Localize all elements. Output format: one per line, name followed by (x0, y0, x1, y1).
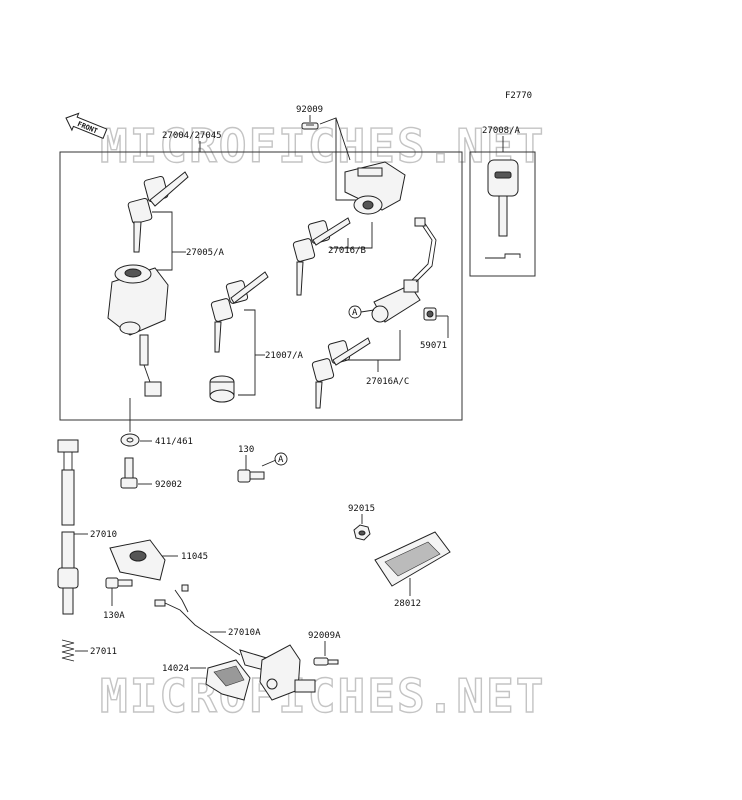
seat-lock-keys-icon (292, 217, 351, 296)
seat-lock-bracket-icon (344, 161, 406, 215)
label-21007-a: 21007/A (265, 351, 304, 361)
switch-27010a-icon (154, 584, 316, 701)
bolt-130a-icon (105, 577, 133, 589)
figure-code: F2770 (505, 91, 532, 101)
label-27005-a: 27005/A (186, 248, 225, 258)
ignition-switch-icon (107, 264, 169, 397)
label-130a: 130A (103, 611, 125, 621)
label-27008-a: 27008/A (482, 126, 521, 136)
label-14024: 14024 (162, 664, 189, 674)
cap-cylinder-icon (209, 375, 235, 403)
label-59071: 59071 (420, 341, 447, 351)
label-27004-27045: 27004/27045 (162, 131, 222, 141)
watermark-bottom: MICROFICHES.NET (100, 669, 545, 723)
label-27011: 27011 (90, 647, 117, 657)
spring-27011-icon (61, 639, 75, 662)
watermark-top: MICROFICHES.NET (100, 119, 545, 173)
label-27016a-c: 27016A/C (366, 377, 409, 387)
label-27010: 27010 (90, 530, 117, 540)
front-label: FRONT (76, 120, 99, 135)
screw-92009-icon (301, 122, 319, 130)
helmet-lock-icon (371, 217, 437, 323)
blank-key-icon (485, 159, 521, 259)
helmet-lock-keys-icon (311, 337, 371, 409)
reflector-28012-icon (374, 531, 451, 587)
key-box (469, 151, 536, 277)
nut-92015-icon (353, 524, 371, 541)
label-92015: 92015 (348, 504, 375, 514)
ref-a-lower: A (278, 455, 284, 465)
ref-a-upper: A (352, 308, 358, 318)
main-kit-box (59, 151, 463, 421)
label-27016-b: 27016/B (328, 246, 366, 256)
cover-14024-icon (205, 659, 251, 701)
screw-92009a-icon (313, 657, 339, 666)
bolt-92002-icon (120, 457, 138, 489)
label-411-461: 411/461 (155, 437, 193, 447)
washer-411-icon (120, 433, 140, 447)
label-27010a: 27010A (228, 628, 261, 638)
keys-21007-icon (210, 271, 269, 353)
label-11045: 11045 (181, 552, 208, 562)
clip-59071-icon (423, 307, 437, 321)
label-92002: 92002 (155, 480, 182, 490)
bracket-11045-icon (109, 539, 166, 581)
label-130: 130 (238, 445, 254, 455)
label-92009: 92009 (296, 105, 323, 115)
label-28012: 28012 (394, 599, 421, 609)
label-92009a: 92009A (308, 631, 341, 641)
bolt-130-icon (237, 469, 265, 483)
ignition-keys-icon (127, 171, 189, 253)
switch-27010-icon (57, 439, 79, 615)
